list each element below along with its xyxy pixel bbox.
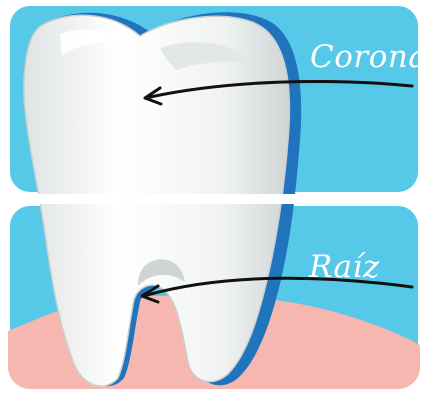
panel-separator	[0, 194, 428, 204]
root-label: Raíz	[309, 252, 380, 283]
crown-label: Corona	[310, 42, 427, 73]
